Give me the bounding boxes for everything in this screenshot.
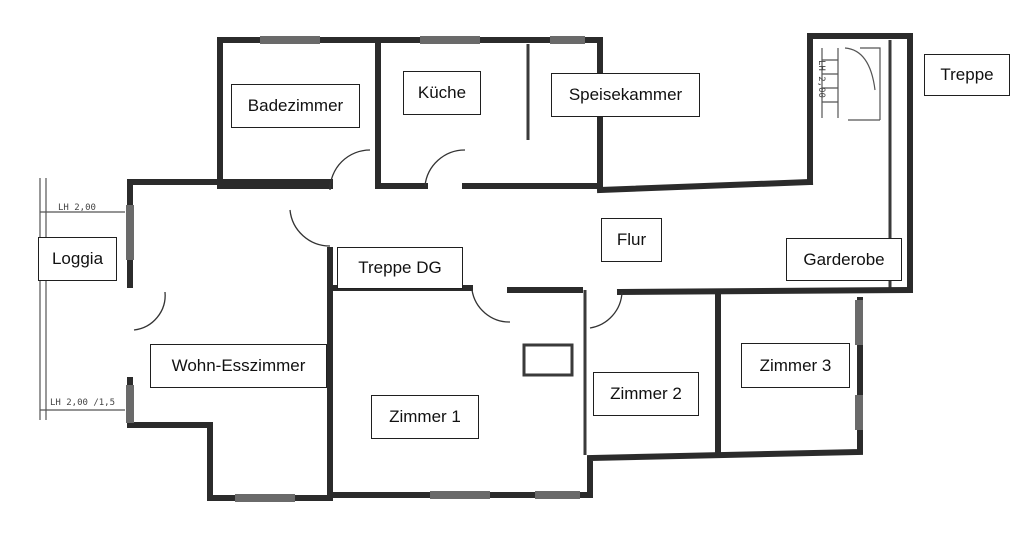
room-label-treppe-dg: Treppe DG bbox=[337, 247, 463, 289]
stair-height: LH 2,00 bbox=[816, 60, 826, 98]
room-label-zimmer2: Zimmer 2 bbox=[593, 372, 699, 416]
room-label-kueche: Küche bbox=[403, 71, 481, 115]
loggia-outline bbox=[39, 178, 125, 420]
room-label-zimmer1: Zimmer 1 bbox=[371, 395, 479, 439]
stair bbox=[821, 47, 881, 121]
windows bbox=[126, 36, 863, 502]
loggia-height-top: LH 2,00 bbox=[58, 203, 96, 213]
room-label-loggia: Loggia bbox=[38, 237, 117, 281]
room-label-garderobe: Garderobe bbox=[786, 238, 902, 281]
loggia-height-bottom: LH 2,00 /1,5 bbox=[50, 398, 116, 408]
room-label-flur: Flur bbox=[601, 218, 662, 262]
room-label-speisekammer: Speisekammer bbox=[551, 73, 700, 117]
room-label-badezimmer: Badezimmer bbox=[231, 84, 360, 128]
doors bbox=[133, 149, 623, 331]
room-label-treppe: Treppe bbox=[924, 54, 1010, 96]
room-label-wohn-esszimmer: Wohn-Esszimmer bbox=[150, 344, 327, 388]
room-label-zimmer3: Zimmer 3 bbox=[741, 343, 850, 388]
